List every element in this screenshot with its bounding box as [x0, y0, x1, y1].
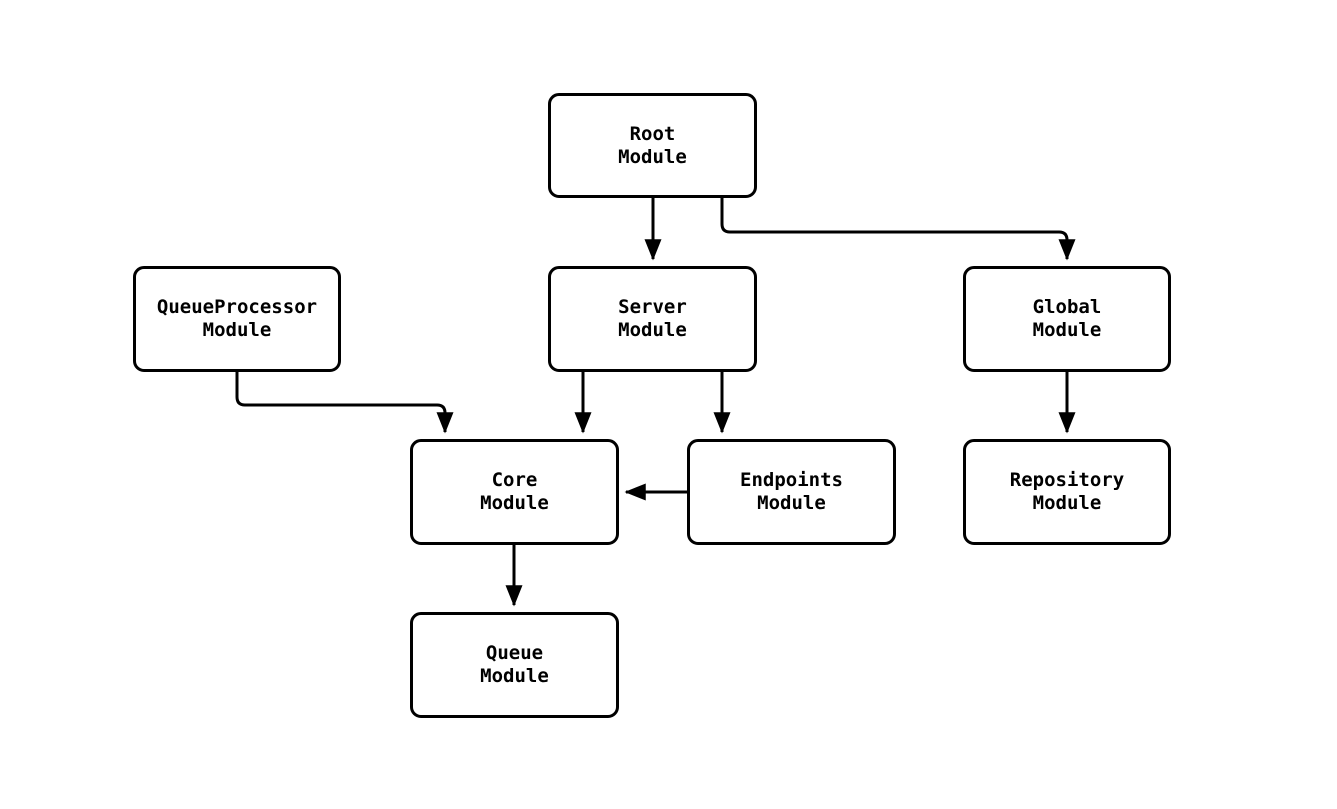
node-label: Module [202, 319, 272, 341]
node-label: Endpoints [740, 469, 843, 491]
node-label: Module [1032, 319, 1102, 341]
node-label: Module [757, 492, 826, 514]
node-label: Core [491, 469, 538, 491]
node-label: Queue [485, 642, 544, 664]
node-root-module: Root Module [548, 93, 757, 198]
node-label: Module [480, 665, 549, 687]
node-label: Repository [1009, 469, 1125, 491]
node-label: QueueProcessor [156, 296, 318, 318]
node-label: Module [618, 145, 687, 168]
node-queueprocessor-module: QueueProcessor Module [133, 266, 341, 372]
edge-root-to-global [720, 198, 1076, 261]
node-label: Module [480, 492, 549, 514]
node-server-module: Server Module [548, 266, 757, 372]
node-queue-module: Queue Module [410, 612, 619, 718]
edge-queueprocessor-to-core [235, 372, 454, 434]
node-label: Global [1032, 296, 1102, 318]
node-core-module: Core Module [410, 439, 619, 545]
node-label: Root [629, 122, 676, 145]
node-repository-module: Repository Module [963, 439, 1171, 545]
node-endpoints-module: Endpoints Module [687, 439, 896, 545]
node-label: Module [1032, 492, 1102, 514]
node-label: Module [618, 319, 687, 341]
node-label: Server [618, 296, 687, 318]
node-global-module: Global Module [963, 266, 1171, 372]
